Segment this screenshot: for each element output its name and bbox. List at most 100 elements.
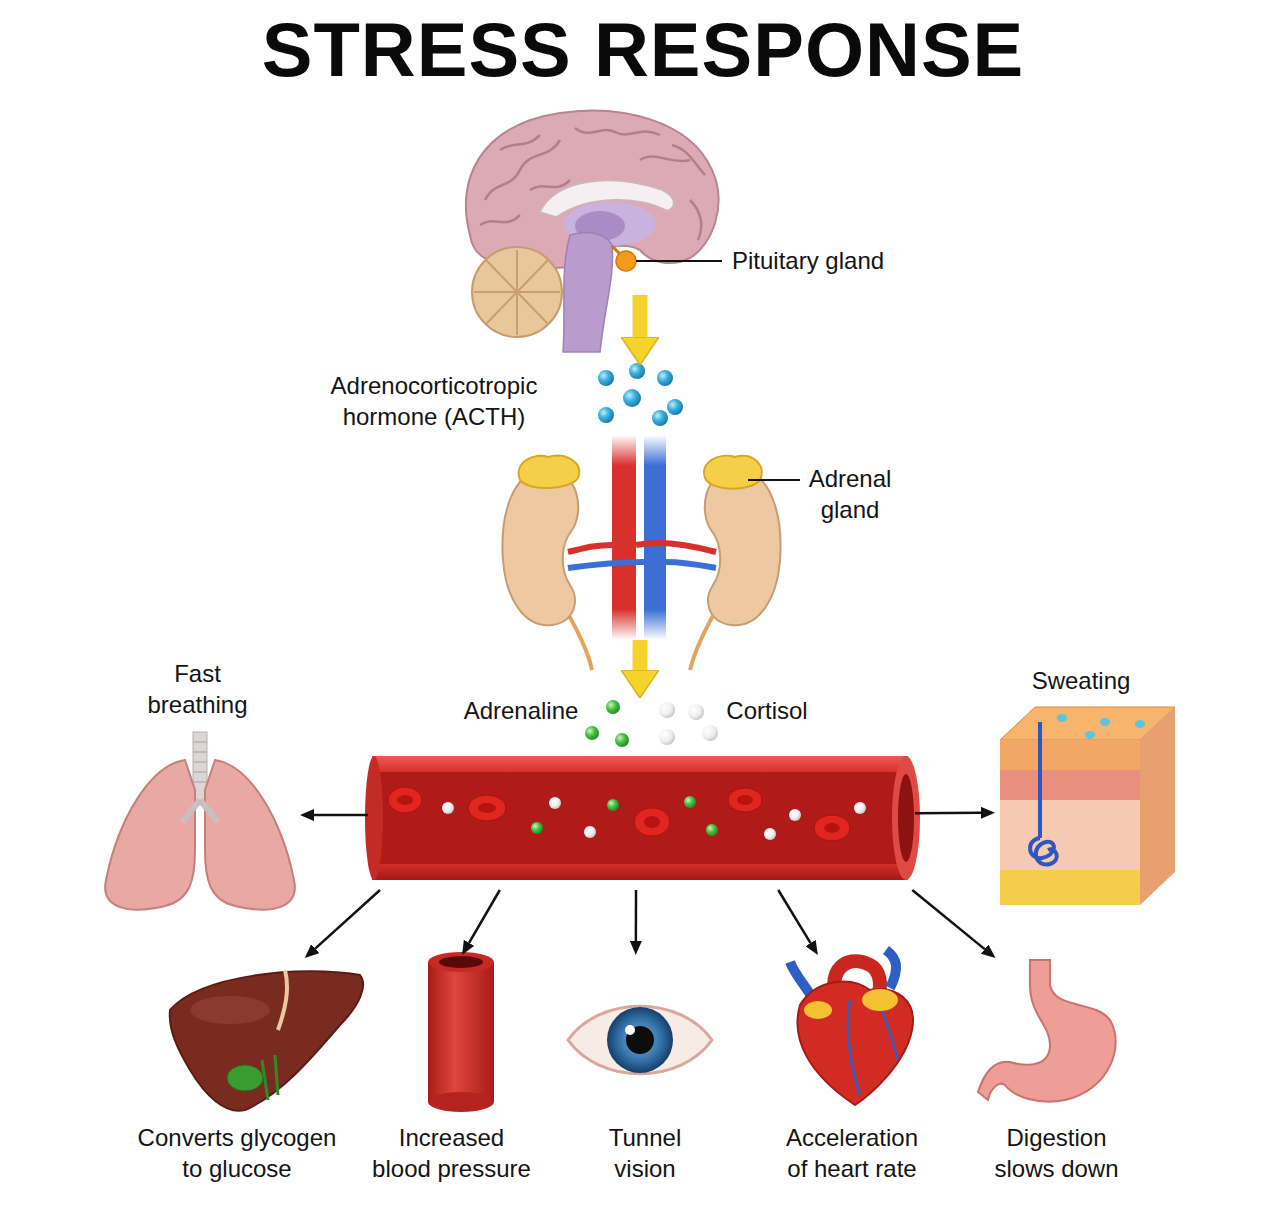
red-blood-cell: [397, 795, 413, 805]
lung: [105, 760, 195, 910]
sclera: [568, 1006, 712, 1074]
pupil: [626, 1026, 654, 1054]
heart-fat: [862, 989, 898, 1011]
adrenaline-particle: [607, 799, 619, 811]
effect-arrow: [315, 890, 380, 949]
red-blood-cell: [468, 795, 506, 821]
hormone-particles: [585, 700, 718, 747]
red-blood-cell: [814, 815, 850, 841]
red-blood-cell: [644, 816, 660, 828]
vessel-wall: [372, 756, 908, 880]
vessel-end: [892, 756, 920, 880]
vena-cava: [644, 435, 666, 640]
skin-illustration: Sweating: [995, 700, 1175, 905]
iris: [607, 1007, 673, 1073]
artery-illustration: Increased blood pressure: [372, 955, 532, 1190]
node-label: Pituitary gland: [732, 245, 932, 276]
gallbladder: [227, 1065, 263, 1091]
artery-drawing: [428, 952, 494, 1112]
adrenaline-particle: [531, 822, 543, 834]
ligament: [278, 970, 287, 1030]
cortisol-particle: [549, 797, 561, 809]
trachea-rings: [193, 742, 207, 782]
bronchi: [182, 800, 218, 822]
dermis: [1000, 800, 1140, 870]
dermis-band: [1000, 770, 1140, 800]
stomach-drawing: [978, 960, 1116, 1102]
node-label: Adrenal gland: [800, 463, 900, 525]
effect-arrow: [915, 812, 981, 815]
renal-vein: [568, 562, 716, 568]
red-blood-cell: [478, 803, 496, 813]
cortisol-particle: [764, 828, 776, 840]
hormone-particle: [598, 407, 614, 423]
cortisol-particle: [442, 802, 454, 814]
aorta: [612, 435, 636, 640]
kidney: [705, 470, 781, 625]
skin-side: [1140, 707, 1175, 905]
adrenal-illustration: Adrenal gland: [500, 365, 790, 640]
adrenal-gland: [704, 456, 762, 489]
adrenaline-particle: [615, 733, 629, 747]
hormone-particle: [598, 370, 614, 386]
hormone-particle: [629, 363, 645, 379]
cortisol-particle: [789, 809, 801, 821]
artery-end: [428, 1092, 494, 1112]
acth-particles: [598, 363, 683, 426]
artery: [428, 962, 494, 1102]
eye-drawing: [568, 1006, 712, 1074]
stomach-illustration: Digestion slows down: [980, 958, 1135, 1190]
sweat-drop: [1100, 718, 1110, 726]
cortisol-particle: [659, 729, 675, 745]
red-blood-cell: [737, 795, 753, 805]
sweat-drop: [1085, 731, 1095, 739]
lungs-drawing: [105, 732, 295, 910]
effect-arrow: [469, 890, 500, 943]
liver-drawing: [170, 970, 363, 1111]
red-blood-cell: [634, 808, 670, 836]
lungs-illustration: Fast breathing: [100, 730, 300, 915]
node-label: Fast breathing: [140, 658, 255, 720]
hormone-arrow: [632, 640, 647, 670]
cerebellum: [472, 247, 562, 337]
brain-drawing: [466, 111, 722, 352]
coronary-vessel: [848, 1000, 898, 1095]
node-label: Digestion slows down: [989, 1122, 1124, 1184]
lung: [205, 760, 295, 910]
cortisol-particle: [659, 702, 675, 718]
node-label: Acceleration of heart rate: [779, 1122, 925, 1184]
blood-vessel-drawing: [365, 756, 920, 880]
effect-arrow: [314, 814, 368, 817]
brain-gyri: [480, 128, 705, 240]
effect-arrow: [635, 890, 638, 941]
hormone-particle: [652, 410, 668, 426]
sweat-gland: [1030, 838, 1057, 864]
node-label: Tunnel vision: [590, 1122, 700, 1184]
adrenaline-particle: [684, 796, 696, 808]
eye-highlight: [625, 1025, 635, 1035]
cerebellum-folds: [474, 250, 560, 335]
leader-line: [636, 260, 722, 262]
cortisol-particle: [584, 826, 596, 838]
liver: [170, 971, 363, 1110]
sweat-drop: [1135, 720, 1145, 728]
effect-arrow: [912, 890, 984, 949]
adrenal-gland: [519, 456, 579, 488]
pituitary-gland: [616, 251, 636, 271]
cortisol-particle: [854, 802, 866, 814]
adrenaline-particle: [585, 726, 599, 740]
effect-arrow: [778, 890, 810, 943]
cortisol-particle: [688, 704, 704, 720]
eye-illustration: Tunnel vision: [570, 955, 710, 1190]
sweat-drop: [1057, 714, 1067, 722]
artery-opening: [439, 956, 483, 968]
vessel-end: [365, 756, 383, 880]
diagram-title: STRESS RESPONSE: [0, 6, 1286, 93]
adrenaline-particle: [706, 824, 718, 836]
liver-illustration: Converts glycogen to glucose: [130, 958, 360, 1190]
node-label: Adrenaline: [456, 695, 586, 726]
heart-drawing: [790, 950, 913, 1105]
